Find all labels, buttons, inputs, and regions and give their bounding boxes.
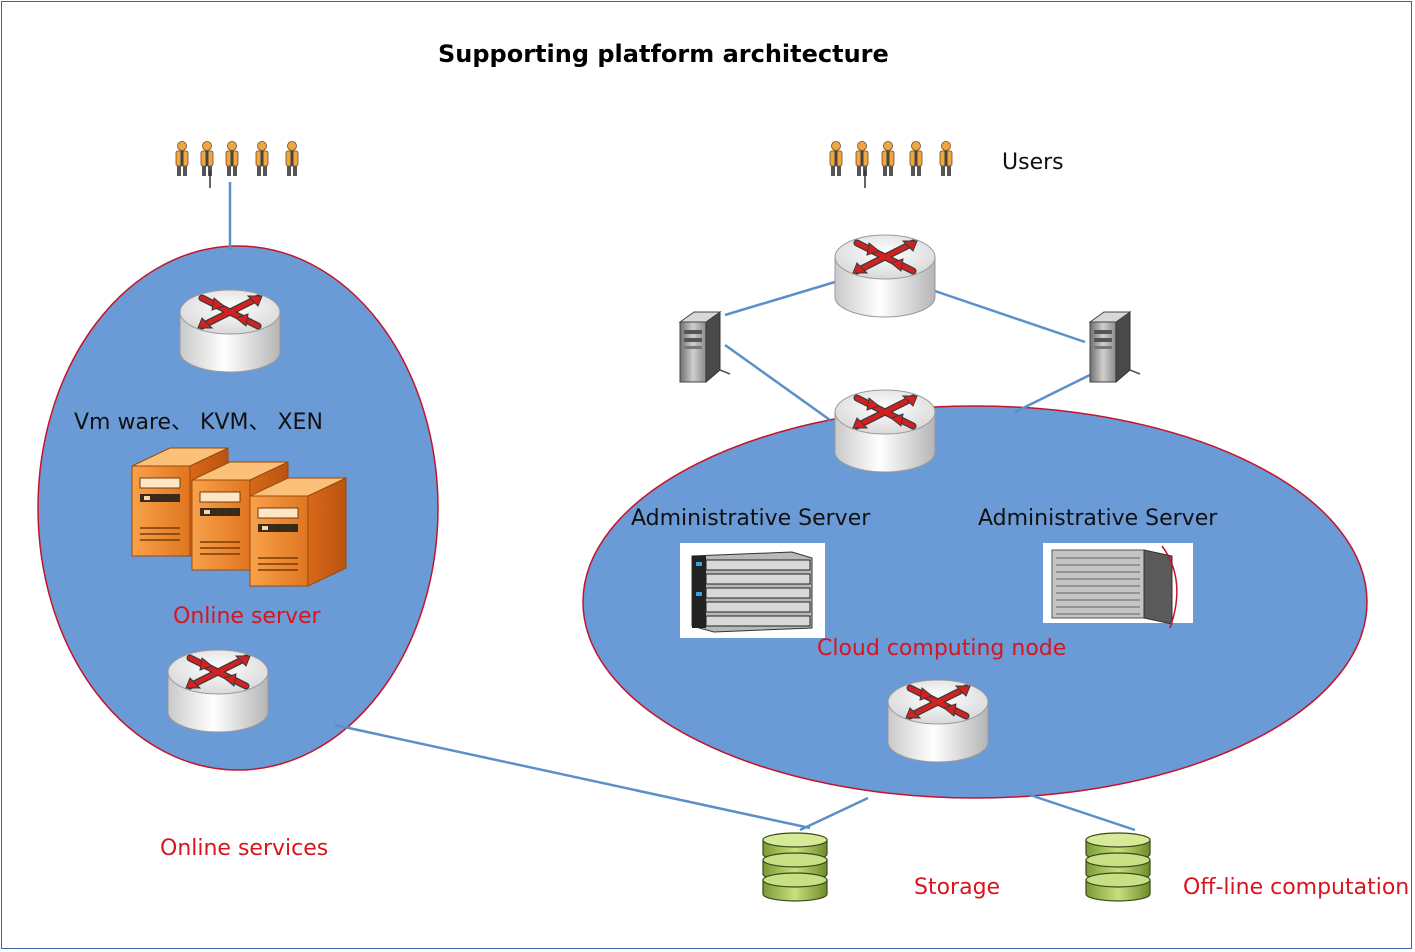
storage-label: Storage bbox=[914, 875, 1001, 900]
user-icon bbox=[881, 141, 895, 177]
router-icon bbox=[835, 390, 935, 472]
user-group-left bbox=[175, 141, 299, 188]
user-icon bbox=[285, 141, 299, 177]
cloud-node-label: Cloud computing node bbox=[817, 636, 1067, 661]
admin-server-left-label: Administrative Server bbox=[631, 506, 871, 531]
tower-server-icon bbox=[679, 311, 731, 383]
users-label: Users bbox=[1002, 150, 1064, 175]
rack-server-icon bbox=[1043, 543, 1193, 629]
network-links bbox=[228, 182, 1136, 832]
user-group-right bbox=[829, 141, 953, 188]
cloud-cluster-ellipse bbox=[582, 405, 1368, 799]
router-icon bbox=[168, 650, 268, 732]
offline-computation-label: Off-line computation bbox=[1183, 875, 1410, 900]
rack-server-icon bbox=[680, 543, 825, 638]
diagram-title: Supporting platform architecture bbox=[438, 40, 889, 68]
user-icon bbox=[909, 141, 923, 177]
router-icon bbox=[835, 235, 935, 317]
online-services-label: Online services bbox=[160, 836, 329, 861]
tower-server-icon bbox=[1089, 311, 1141, 383]
user-icon bbox=[200, 141, 214, 177]
user-icon bbox=[855, 141, 869, 177]
online-server-label: Online server bbox=[173, 604, 321, 629]
admin-server-right-label: Administrative Server bbox=[978, 506, 1218, 531]
router-icon bbox=[888, 680, 988, 762]
hypervisors-label: Vm ware、 KVM、 XEN bbox=[74, 410, 323, 435]
user-icon bbox=[175, 141, 189, 177]
database-icon bbox=[1085, 832, 1151, 902]
database-icon bbox=[762, 832, 828, 902]
user-icon bbox=[255, 141, 269, 177]
user-icon bbox=[829, 141, 843, 177]
router-icon bbox=[180, 290, 280, 372]
user-icon bbox=[939, 141, 953, 177]
user-icon bbox=[225, 141, 239, 177]
orange-server-icon bbox=[249, 477, 347, 587]
